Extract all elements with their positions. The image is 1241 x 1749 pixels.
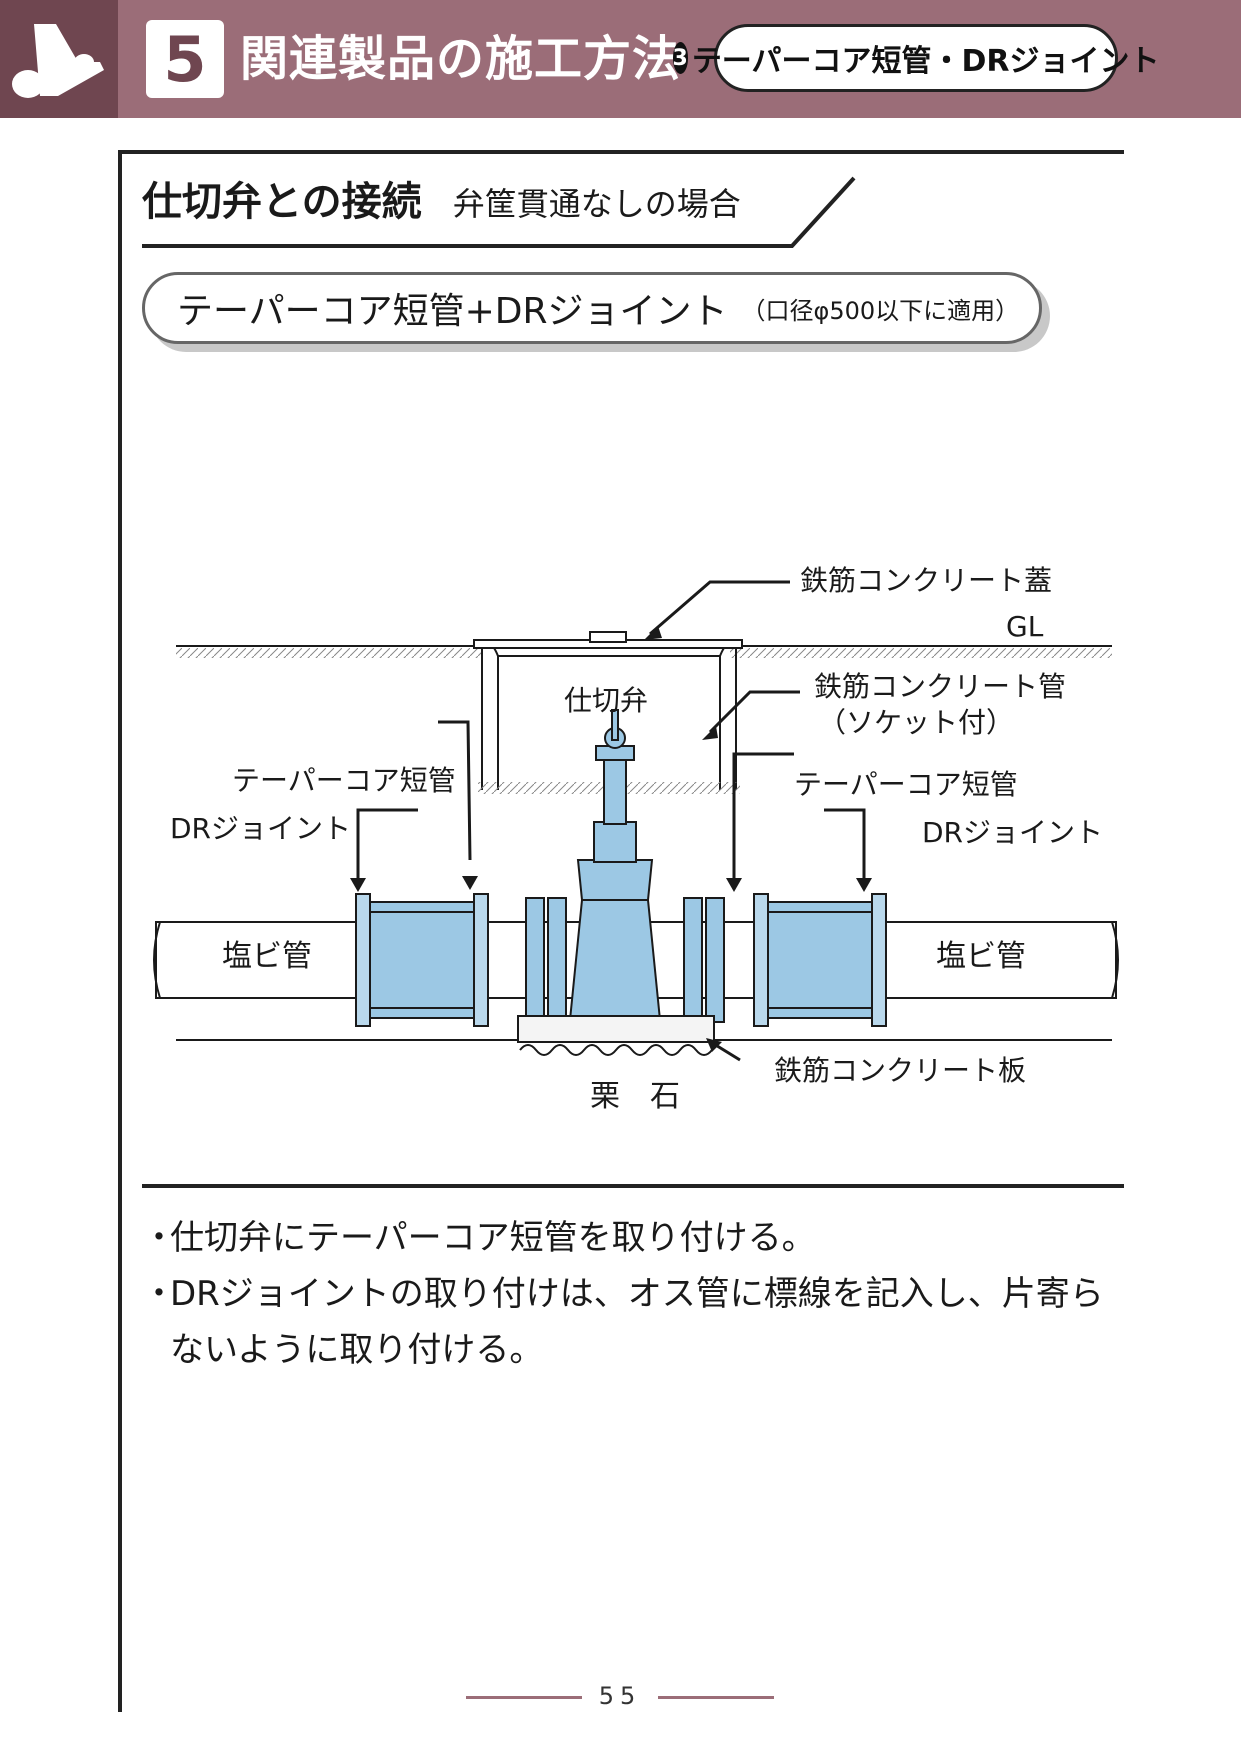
label-dr-right: DRジョイント [922,816,1103,849]
section-title-sub: 弁筐貫通なしの場合 [452,185,741,223]
section-tag: 3 テーパーコア短管・DRジョイント [672,24,1160,92]
ground-hatch-right [730,648,1112,658]
chapter-header: 5 関連製品の施工方法 3 テーパーコア短管・DRジョイント [0,0,1241,118]
ground-hatch-left [176,648,482,658]
frame-left-line [118,150,122,1712]
label-socket: （ソケット付） [818,706,1014,739]
note-text: DRジョイントの取り付けは、オス管に標線を記入し、片寄らないように取り付ける。 [170,1274,1104,1370]
label-concrete-pipe: 鉄筋コンクリート管 [814,670,1066,703]
concrete-lid [473,639,743,649]
bullet: ・ [142,1274,176,1314]
gravel-bed [519,1044,713,1056]
subheading-note: （口径φ500以下に適用） [741,296,1020,325]
chapter-number: 5 [146,20,224,98]
page-number: 55 [598,1682,642,1710]
divider-line [142,1184,1124,1188]
installation-diagram: 鉄筋コンクリート蓋 GL 仕切弁 鉄筋コンクリート管 （ソケット付） テーパーコ… [153,564,1119,1114]
subheading-pill: テーパーコア短管+DRジョイント （口径φ500以下に適用） [142,272,1042,344]
section-title-main: 仕切弁との接続 [142,179,422,225]
section-tag-label: テーパーコア短管・DRジョイント [691,44,1160,79]
list-item: ・ DRジョイントの取り付けは、オス管に標線を記入し、片寄らないように取り付ける… [142,1266,1132,1378]
label-pvc-right: 塩ビ管 [936,939,1026,974]
page-footer: 55 [460,1682,780,1712]
label-slab: 鉄筋コンクリート板 [774,1054,1026,1087]
gate-valve [568,709,662,1021]
concrete-slab [517,1015,715,1043]
section-title-underline [142,176,856,248]
section-title: 仕切弁との接続 弁筐貫通なしの場合 [142,172,741,232]
section-number: 3 [672,42,688,74]
label-gravel: 栗 石 [590,1079,680,1114]
concrete-shaft [481,648,737,790]
bullet: ・ [142,1218,176,1258]
subheading-title: テーパーコア短管+DRジョイント [177,291,728,332]
footer-rule-left [466,1696,582,1699]
label-valve: 仕切弁 [564,684,648,717]
dr-joint-left [355,893,489,1027]
label-taper-left: テーパーコア短管 [232,764,456,797]
label-lid: 鉄筋コンクリート蓋 [800,564,1052,597]
notes-list: ・ 仕切弁にテーパーコア短管を取り付ける。 ・ DRジョイントの取り付けは、オス… [142,1210,1132,1378]
note-text: 仕切弁にテーパーコア短管を取り付ける。 [170,1218,816,1258]
chapter-title: 関連製品の施工方法 [240,31,682,87]
dr-joint-right [753,893,887,1027]
label-gl: GL [1006,610,1044,643]
list-item: ・ 仕切弁にテーパーコア短管を取り付ける。 [142,1210,1132,1266]
label-taper-right: テーパーコア短管 [794,768,1018,801]
pipe-logo-icon [12,24,104,98]
label-pvc-left: 塩ビ管 [222,939,312,974]
label-dr-left: DRジョイント [170,812,351,845]
taper-core-right [683,897,725,1023]
frame-top-line [118,150,1124,154]
footer-rule-right [658,1696,774,1699]
chapter-logo-block [0,0,118,118]
